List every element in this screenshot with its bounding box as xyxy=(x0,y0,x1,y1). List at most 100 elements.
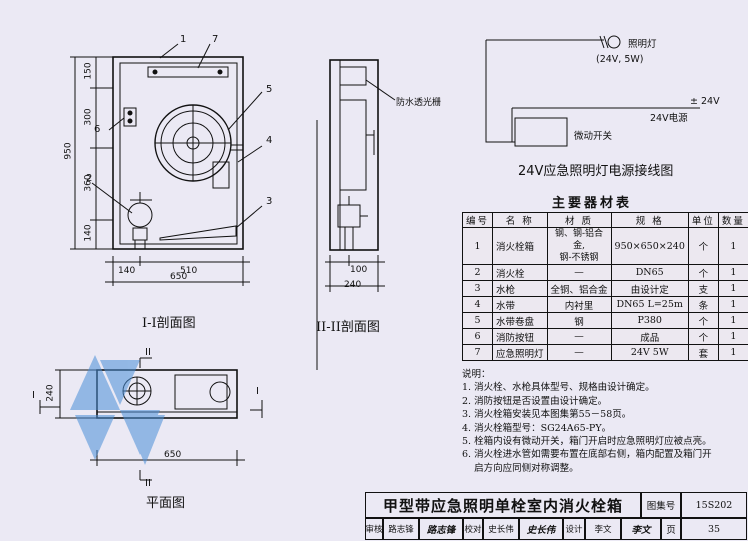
callout-3: 3 xyxy=(266,196,273,207)
row-spec: P380 xyxy=(610,312,689,329)
row-material: 钢、钢-铝合金, 钢-不锈钢 xyxy=(546,227,612,265)
dim-950: 950 xyxy=(63,142,74,160)
note-item: 2. 消防按钮是否设置由设计确定。 xyxy=(462,395,608,407)
dim-150: 150 xyxy=(83,62,94,80)
table-row: 3 水枪 全铜、铝合金 由设计定 支 1 xyxy=(461,280,748,297)
row-unit: 个 xyxy=(687,264,719,281)
title-block: 甲型带应急照明单栓室内消火栓箱 图集号 15S202 审核 路志锋 路志锋 校对… xyxy=(365,492,747,540)
emergency-lamp xyxy=(147,66,229,78)
callout-6: 6 xyxy=(94,124,101,135)
row-spec: 由设计定 xyxy=(610,280,689,297)
designer-signature: 李文 xyxy=(621,518,661,540)
row-no: 4 xyxy=(461,296,494,313)
row-unit: 个 xyxy=(687,312,719,329)
drawing-title: 甲型带应急照明单栓室内消火栓箱 xyxy=(365,492,641,518)
row-name: 水带 xyxy=(492,296,548,313)
micro-switch-box xyxy=(514,117,568,147)
row-unit: 个 xyxy=(687,227,719,265)
note-item: 6. 消火栓进水管如需要布置在底部右侧，箱内配置及箱门开 xyxy=(462,449,712,461)
note-item: 1. 消火栓、水枪具体型号、规格由设计确定。 xyxy=(462,382,655,394)
section-1-view xyxy=(70,43,263,286)
cabinet-outline xyxy=(112,56,244,250)
lamp-symbol xyxy=(607,35,621,49)
callout-5: 5 xyxy=(266,84,273,95)
dim-360: 360 xyxy=(83,174,94,192)
wiring-caption: 24V应急照明灯电源接线图 xyxy=(518,164,674,179)
row-material: 内衬里 xyxy=(546,296,612,313)
review-label: 审核 xyxy=(365,518,383,540)
dim-300: 300 xyxy=(83,108,94,126)
row-no: 6 xyxy=(461,328,494,345)
plan-marker-2-top: II xyxy=(145,347,151,358)
table-row: 1 消火栓箱 钢、钢-铝合金, 钢-不锈钢 950×650×240 个 1 xyxy=(461,227,748,265)
reviewer-name: 路志锋 xyxy=(383,518,419,540)
fire-button xyxy=(123,107,137,127)
callout-4: 4 xyxy=(266,135,273,146)
cabinet-inner xyxy=(119,62,238,245)
row-material: — xyxy=(546,344,612,361)
row-spec: DN65 xyxy=(610,264,689,281)
row-spec: DN65 L=25m xyxy=(610,296,689,313)
row-no: 3 xyxy=(461,280,494,297)
check-label: 校对 xyxy=(463,518,483,540)
plan-marker-1-right: I xyxy=(256,386,259,397)
row-name: 消火栓箱 xyxy=(492,227,548,265)
dim-510: 510 xyxy=(180,266,198,276)
row-no: 7 xyxy=(461,344,494,361)
note-item: 启方向应同侧对称调整。 xyxy=(462,462,579,474)
atlas-label: 图集号 xyxy=(641,492,681,518)
section-1-caption: I-I剖面图 xyxy=(142,316,196,331)
row-qty: 1 xyxy=(717,280,748,297)
callout-2: 2 xyxy=(86,173,93,184)
plan-marker-2-bottom: II xyxy=(145,478,151,489)
note-item: 5. 栓箱内设有微动开关，箱门开启时应急照明灯应被点亮。 xyxy=(462,436,712,448)
grille-note: 防水透光栅 xyxy=(396,98,442,108)
water-nozzle xyxy=(159,225,237,241)
dim-240: 240 xyxy=(344,280,362,290)
table-row: 6 消防按钮 — 成品 个 1 xyxy=(461,328,748,345)
plan-caption: 平面图 xyxy=(146,496,186,511)
row-qty: 1 xyxy=(717,264,748,281)
atlas-number: 15S202 xyxy=(681,492,747,518)
switch-label: 微动开关 xyxy=(574,131,613,142)
row-material: — xyxy=(546,264,612,281)
page-label: 页 xyxy=(661,518,681,540)
row-spec: 950×650×240 xyxy=(610,227,689,265)
row-name: 消火栓 xyxy=(492,264,548,281)
checker-signature: 史长伟 xyxy=(519,518,563,540)
page-number: 35 xyxy=(681,518,747,540)
wiring-diagram xyxy=(485,35,700,147)
row-qty: 1 xyxy=(717,227,748,265)
row-qty: 1 xyxy=(717,296,748,313)
fire-hydrant-valve xyxy=(127,202,153,228)
note-item: 4. 消火栓箱型号：SG24A65-PY。 xyxy=(462,422,612,434)
design-label: 设计 xyxy=(563,518,585,540)
notes-block: 说明： 1. 消火栓、水枪具体型号、规格由设计确定。 2. 消防按钮是否设置由设… xyxy=(462,368,744,475)
col-spec: 规 格 xyxy=(610,212,689,228)
row-material: — xyxy=(546,328,612,345)
row-material: 钢 xyxy=(546,312,612,329)
section-2-caption: II-II剖面图 xyxy=(316,320,380,335)
row-spec: 成品 xyxy=(610,328,689,345)
row-qty: 1 xyxy=(717,328,748,345)
row-unit: 支 xyxy=(687,280,719,297)
lamp-spec: (24V, 5W) xyxy=(596,54,644,65)
checker-name: 史长伟 xyxy=(483,518,519,540)
section-2-view xyxy=(316,59,396,370)
notes-title: 说明： xyxy=(462,369,491,380)
supply-label: 24V电源 xyxy=(650,113,688,124)
materials-table: 编号 名 称 材 质 规 格 单位 数量 1 消火栓箱 钢、钢-铝合金, 钢-不… xyxy=(461,212,748,361)
plan-view xyxy=(39,357,263,481)
row-name: 水带卷盘 xyxy=(492,312,548,329)
table-row: 5 水带卷盘 钢 P380 个 1 xyxy=(461,312,748,329)
dim-650: 650 xyxy=(170,272,188,282)
table-row: 4 水带 内衬里 DN65 L=25m 条 1 xyxy=(461,296,748,313)
plan-dim-240: 240 xyxy=(45,384,56,402)
row-no: 1 xyxy=(461,227,494,265)
row-spec: 24V 5W xyxy=(610,344,689,361)
row-unit: 套 xyxy=(687,344,719,361)
note-item: 3. 消火栓箱安装见本图集第55－58页。 xyxy=(462,409,632,421)
col-name: 名 称 xyxy=(492,212,548,228)
designer-name: 李文 xyxy=(585,518,621,540)
